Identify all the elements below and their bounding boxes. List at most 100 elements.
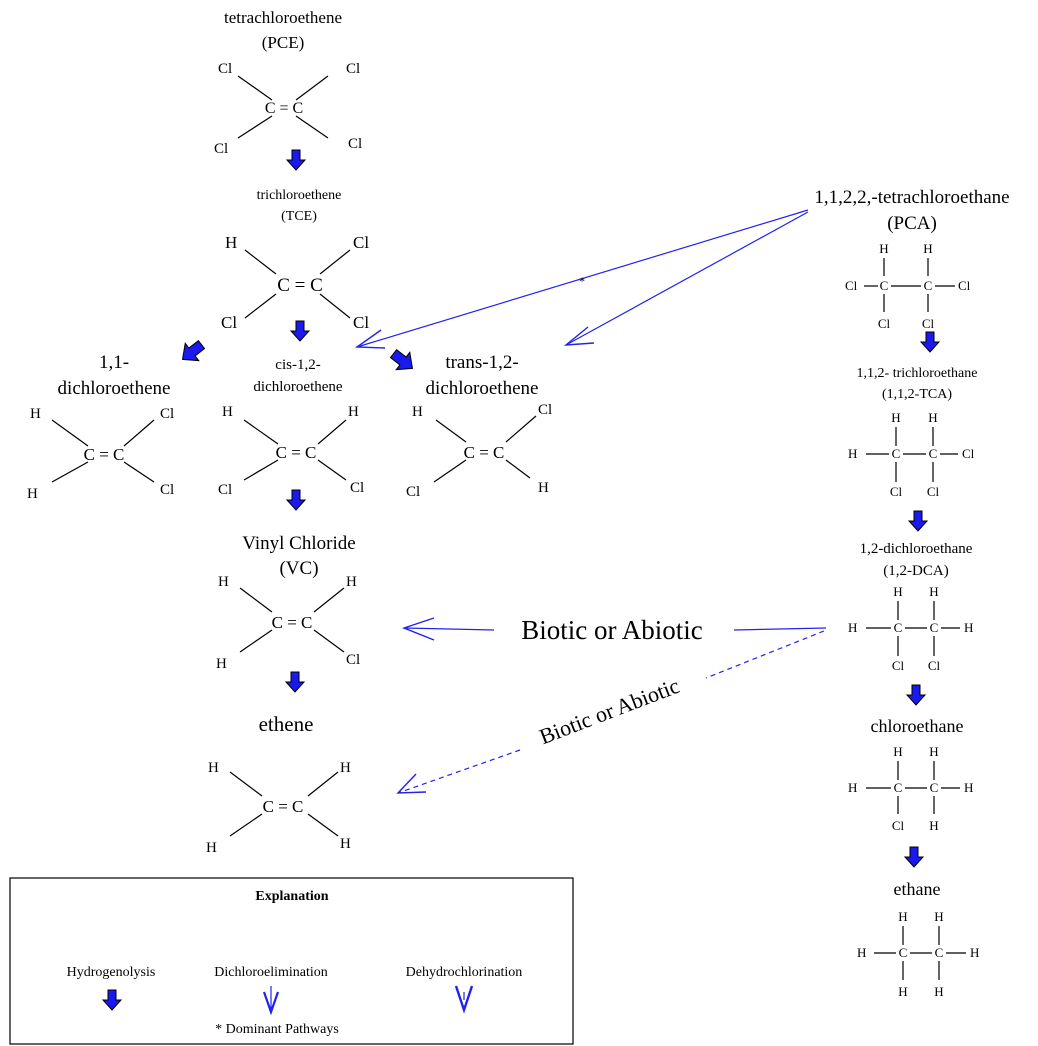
chloroethane-molecule: chloroethane H H H C C H Cl H: [848, 716, 973, 833]
hydrogenolysis-arrow-tce-11dce: [175, 335, 209, 369]
dca-abbr: (1,2-DCA): [883, 563, 948, 579]
hydrogenolysis-arrow-tca-dca: [908, 510, 928, 532]
vc-sub-br: Cl: [346, 652, 360, 668]
ethene-core: C = C: [263, 797, 304, 816]
transdce-sub-bl: Cl: [406, 484, 420, 500]
tce-sub-tl: H: [225, 233, 237, 252]
chloroethane-bot-1: Cl: [892, 818, 905, 833]
pca-c2: C: [924, 278, 933, 293]
ethene-molecule: ethene C = C H H H H: [206, 712, 351, 856]
tca-c1: C: [892, 446, 901, 461]
chloroethane-left: H: [848, 780, 857, 795]
transdce-molecule: trans-1,2- dichloroethene C = C H Cl Cl …: [406, 352, 552, 500]
ethane-top-h1: H: [898, 909, 907, 924]
tca-abbr: (1,1,2-TCA): [882, 387, 952, 402]
vc-core: C = C: [272, 613, 313, 632]
dca-to-ethene-pathway: Biotic or Abiotic: [396, 630, 825, 794]
tca-top-h1: H: [891, 410, 900, 425]
legend-title: Explanation: [255, 889, 328, 904]
pce-core: C = C: [265, 100, 303, 117]
pce-sub-bl: Cl: [214, 141, 228, 157]
transdce-core: C = C: [464, 443, 505, 462]
dca-left: H: [848, 620, 857, 635]
dca-c2: C: [930, 620, 939, 635]
ethene-sub-bl: H: [206, 840, 217, 856]
pca-bot-1: Cl: [878, 316, 891, 331]
tce-molecule: trichloroethene (TCE) C = C H Cl Cl Cl: [221, 188, 369, 332]
dce11-sub-br: Cl: [160, 482, 174, 498]
transdce-name1: trans-1,2-: [445, 352, 518, 373]
vc-abbr: (VC): [279, 558, 318, 579]
vc-molecule: Vinyl Chloride (VC) C = C H H H Cl: [216, 533, 360, 672]
chloroethane-right: H: [964, 780, 973, 795]
hydrogenolysis-arrow-chloroethane-ethane: [904, 846, 924, 868]
dce11-core: C = C: [84, 445, 125, 464]
ethane-c2: C: [935, 945, 944, 960]
tca-right: Cl: [962, 446, 975, 461]
chloroethane-bot-2: H: [929, 818, 938, 833]
ethene-sub-tl: H: [208, 760, 219, 776]
dce11-name1: 1,1-: [99, 352, 129, 373]
ethene-sub-tr: H: [340, 760, 351, 776]
dca-name: 1,2-dichloroethane: [860, 541, 973, 557]
cisdce-sub-br: Cl: [350, 480, 364, 496]
cisdce-sub-tl: H: [222, 404, 233, 420]
transdce-sub-tr: Cl: [538, 402, 552, 418]
tce-sub-bl: Cl: [221, 313, 237, 332]
cisdce-name2: dichloroethene: [253, 379, 342, 395]
dce11-sub-bl: H: [27, 486, 38, 502]
pce-sub-br: Cl: [348, 136, 362, 152]
cisdce-sub-bl: Cl: [218, 482, 232, 498]
legend-hydrogenolysis-icon: [102, 989, 122, 1011]
pca-to-transdce-line: [565, 211, 809, 346]
dca-bot-2: Cl: [928, 658, 941, 673]
pca-c1: C: [880, 278, 889, 293]
ethane-c1: C: [899, 945, 908, 960]
hydrogenolysis-arrow-dca-chloroethane: [906, 684, 926, 706]
chloroethane-c2: C: [930, 780, 939, 795]
pca-bot-2: Cl: [922, 316, 935, 331]
tce-core: C = C: [277, 275, 323, 296]
tce-abbr: (TCE): [281, 209, 317, 224]
pca-to-cisdce-head: [354, 329, 386, 349]
pca-top-h2: H: [923, 241, 932, 256]
hydrogenolysis-arrow-cisdce-vc: [286, 489, 306, 511]
hydrogenolysis-arrow-tce-transdce: [386, 344, 420, 378]
tce-sub-br: Cl: [353, 313, 369, 332]
tca-top-h2: H: [928, 410, 937, 425]
dca-bot-1: Cl: [892, 658, 905, 673]
ethene-sub-br: H: [340, 836, 351, 852]
ethane-molecule: ethane H H H C C H H H: [857, 879, 979, 999]
pce-molecule: tetrachloroethene (PCE) C = C Cl Cl Cl C…: [214, 8, 362, 157]
legend-footnote: * Dominant Pathways: [215, 1022, 339, 1037]
dce11-molecule: 1,1- dichloroethene C = C H Cl H Cl: [27, 352, 174, 502]
cisdce-name1: cis-1,2-: [275, 357, 320, 373]
dca-top-h1: H: [893, 584, 902, 599]
chloroethane-c1: C: [894, 780, 903, 795]
pce-sub-tl: Cl: [218, 61, 232, 77]
dominant-pathway-mark: *: [579, 274, 585, 288]
hydrogenolysis-arrow-tce-cisdce: [290, 320, 310, 342]
chloroethane-top-h1: H: [893, 744, 902, 759]
dca-to-ethene-arrowhead: [396, 773, 427, 794]
tca-name: 1,1,2- trichloroethane: [857, 366, 978, 381]
tce-name: trichloroethene: [257, 188, 342, 203]
tca-molecule: 1,1,2- trichloroethane (1,1,2-TCA) H H H…: [848, 366, 977, 499]
dca-top-h2: H: [929, 584, 938, 599]
tca-bot-1: Cl: [890, 484, 903, 499]
pca-molecule: 1,1,2,2,-tetrachloroethane (PCA) H H Cl …: [814, 187, 1009, 331]
dce11-sub-tr: Cl: [160, 406, 174, 422]
legend-box: [9, 877, 574, 1045]
legend-dehydrochlorination-icon: [454, 985, 474, 1014]
legend: Explanation Hydrogenolysis Dichloroelimi…: [9, 877, 574, 1045]
dce11-name2: dichloroethene: [58, 378, 171, 399]
ethane-bot-2: H: [934, 984, 943, 999]
dca-to-vc-label: Biotic or Abiotic: [521, 615, 703, 645]
dca-molecule: 1,2-dichloroethane (1,2-DCA) H H H C C H…: [848, 541, 973, 673]
vc-sub-tr: H: [346, 574, 357, 590]
chloroethane-top-h2: H: [929, 744, 938, 759]
transdce-name2: dichloroethene: [426, 378, 539, 399]
cisdce-sub-tr: H: [348, 404, 359, 420]
pca-name: 1,1,2,2,-tetrachloroethane: [814, 187, 1009, 208]
